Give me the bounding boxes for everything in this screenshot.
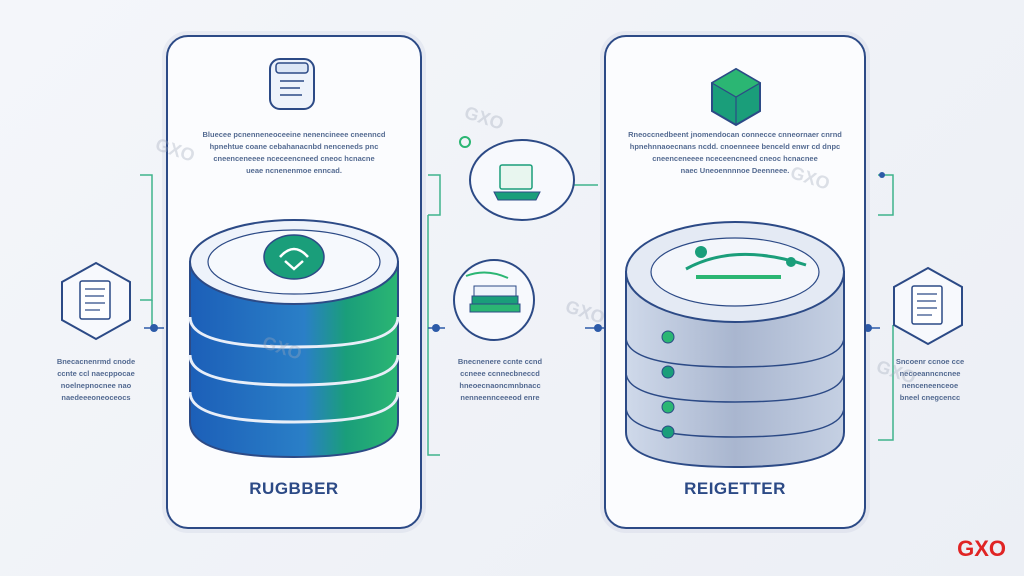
database-cylinder-left — [188, 219, 400, 459]
right-side-text: Sncoenr ccnoe cce necoeanncncnee nencene… — [895, 357, 965, 402]
right-storage-card: Rneoccnedbeent jnomendocan connecce cnne… — [604, 35, 866, 529]
connector-dot — [879, 172, 885, 178]
right-card-text: Rneoccnedbeent jnomendocan connecce cnne… — [628, 130, 842, 175]
emerald-cube-icon — [710, 67, 762, 127]
left-card-title: RUGBBER — [249, 479, 339, 498]
brand-logo: GXO — [957, 536, 1006, 561]
left-storage-card: Bluecee pcnenneneoceeine nenencineee cne… — [166, 35, 422, 529]
right-connector-bottom — [878, 325, 894, 441]
jar-icon — [269, 58, 315, 110]
right-card-title: REIGETTER — [684, 479, 786, 498]
center-connector-top — [428, 174, 441, 216]
left-card-text: Bluecee pcnenneneoceeine nenencineee cne… — [202, 130, 386, 175]
middle-text: Bnecnenere ccnte ccnd ccneee ccnnecbnecc… — [457, 357, 543, 402]
database-cylinder-right — [625, 221, 845, 469]
left-side-text: Bnecacnenrmd cnode ccnte ccl naecppocae … — [56, 357, 136, 402]
right-card-art — [625, 67, 845, 469]
left-card-art — [188, 58, 400, 459]
center-connector-long — [427, 215, 440, 456]
right-connector-top — [878, 174, 894, 216]
left-connector-top — [140, 174, 153, 301]
